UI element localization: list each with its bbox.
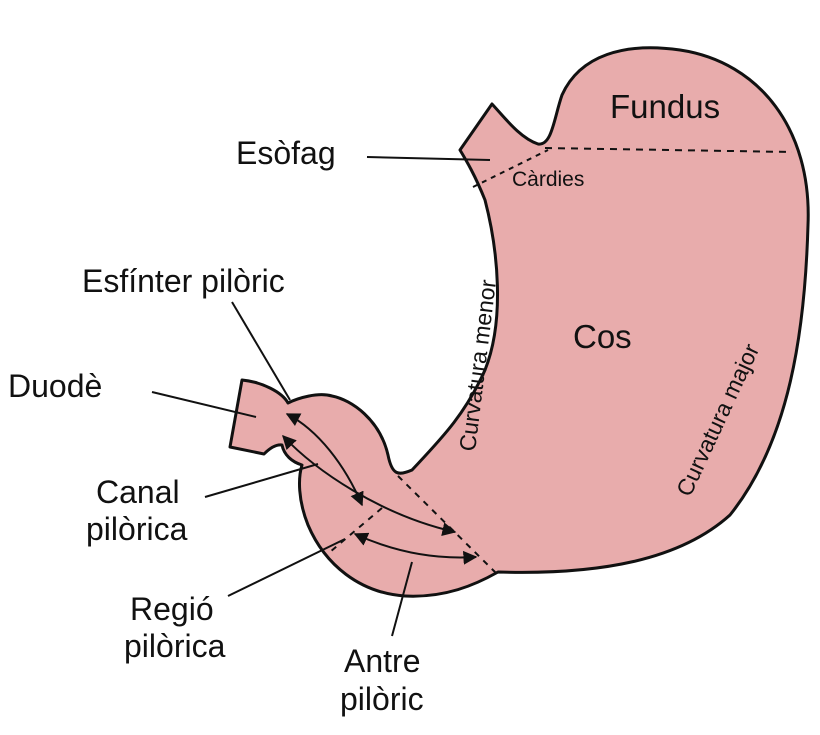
duodenum-leader: [151, 391, 257, 418]
fundus-boundary-line: [544, 147, 793, 153]
canal-leader: [204, 463, 319, 498]
esophagus-leader: [366, 156, 491, 161]
duodenum-label: Duodè: [8, 368, 102, 404]
region-leader: [227, 538, 346, 597]
region-arrow: [282, 434, 457, 537]
cardia-label: Càrdies: [512, 168, 584, 191]
fundus-label: Fundus: [610, 88, 720, 125]
esophagus-label: Esòfag: [236, 135, 336, 171]
sphincter-leader: [231, 301, 291, 401]
antrum-arrow: [353, 532, 478, 565]
pyloric-antrum-label-2: pilòric: [340, 681, 424, 717]
pyloric-canal-label-1: Canal: [96, 474, 180, 510]
pyloric-sphincter-label: Esfínter pilòric: [82, 263, 285, 299]
antrum-leader: [391, 561, 413, 637]
pyloric-region-label-2: pilòrica: [124, 628, 226, 664]
pyloric-antrum-label-1: Antre: [344, 643, 420, 679]
pyloric-region-label-1: Regió: [130, 591, 214, 627]
stomach-shape: [228, 46, 810, 598]
cardia-boundary-line: [472, 149, 549, 188]
body-label: Cos: [573, 318, 632, 355]
pyloric-canal-label-2: pilòrica: [86, 511, 188, 547]
